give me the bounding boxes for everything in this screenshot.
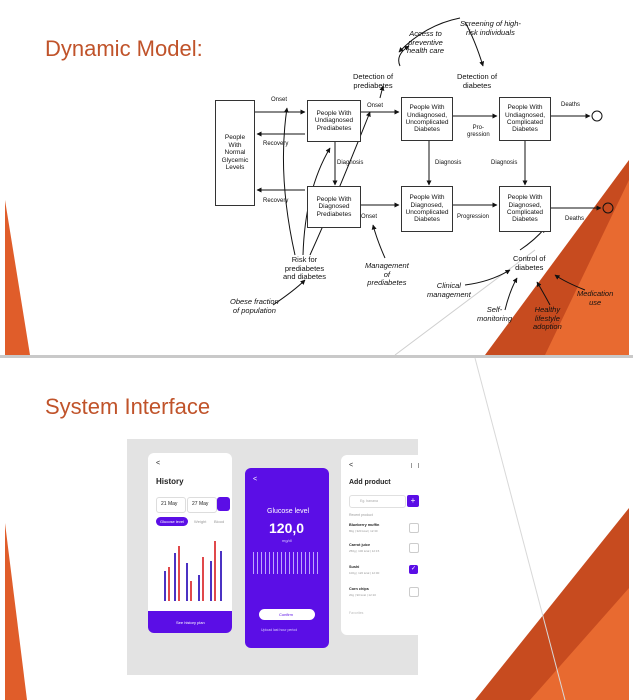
glucose-slider[interactable]: [253, 552, 321, 574]
chart-bar: [220, 551, 222, 601]
history-plan-button[interactable]: See history plan: [148, 611, 232, 633]
upload-link[interactable]: Upload last hour period: [261, 628, 298, 632]
product-meta: 80g | 320 kcal | 12:30: [349, 529, 378, 533]
slide-divider: [0, 355, 633, 358]
product-checkbox-checked[interactable]: ✓: [409, 565, 418, 574]
glucose-screen: < Glucose level 120,0 mg/dl Confirm Uplo…: [245, 468, 329, 648]
slide-title: System Interface: [45, 394, 211, 419]
chart-bar: [198, 575, 200, 601]
glucose-unit: mg/dl: [282, 538, 292, 543]
label-recovery-1: Recovery: [263, 141, 289, 147]
add-button[interactable]: +: [407, 495, 419, 507]
product-checkbox[interactable]: [409, 523, 419, 533]
product-name: Corn chips: [349, 587, 369, 591]
label-healthy-lifestyle: Healthy lifestyle adoption: [533, 305, 562, 332]
chart-bar: [186, 563, 188, 601]
tab-glucose[interactable]: Glucose level: [156, 517, 188, 526]
calendar-icon[interactable]: [217, 497, 230, 511]
product-name: Sushi: [349, 565, 360, 569]
label-clinical: Clinical management: [427, 281, 471, 299]
label-onset-1: Onset: [271, 97, 288, 103]
chart-bar: [210, 561, 212, 601]
history-plan-button-label: See history plan: [176, 620, 205, 625]
slide-accent-shape: [5, 160, 629, 355]
label-progression-2: Progression: [457, 214, 490, 220]
back-icon[interactable]: <: [156, 460, 161, 467]
product-name: Blueberry muffin: [349, 523, 380, 527]
tab-blood[interactable]: Blood: [214, 519, 225, 524]
barcode-icon[interactable]: [411, 463, 419, 468]
label-screening: Screening of high- risk individuals: [460, 19, 521, 37]
box-undiagnosed-complicated: People With Undiagnosed, Complicated Dia…: [499, 97, 551, 141]
add-product-screen: < Add product Eg. banana + Recent produc…: [341, 455, 425, 635]
add-product-title: Add product: [349, 479, 391, 486]
label-obese-fraction: Obese fraction of population: [230, 297, 279, 315]
label-diagnosis-1: Diagnosis: [337, 160, 364, 166]
product-checkbox[interactable]: [409, 587, 419, 597]
chart-bar: [202, 557, 204, 601]
glucose-label: Glucose level: [267, 508, 310, 515]
history-screen: < History 21 May 27 May Glucose level We…: [148, 453, 232, 633]
chart-bar: [190, 581, 192, 601]
label-onset-3: Onset: [361, 214, 378, 220]
back-icon[interactable]: <: [349, 462, 354, 469]
chart-bar: [164, 571, 166, 601]
box-diagnosed-prediabetes: People With Diagnosed Prediabetes: [307, 186, 361, 228]
dynamic-model-diagram: [255, 17, 614, 311]
label-diagnosis-2: Diagnosis: [435, 160, 462, 166]
label-recovery-2: Recovery: [263, 198, 289, 204]
box-diagnosed-complicated: People With Diagnosed, Complicated Diabe…: [499, 186, 551, 232]
slide-system-interface: System Interface < History 21 May 27 May…: [5, 358, 629, 700]
product-checkbox[interactable]: [409, 543, 419, 553]
box-undiagnosed-prediabetes: People With Undiagnosed Prediabetes: [307, 100, 361, 142]
confirm-button[interactable]: Confirm: [259, 609, 315, 620]
box-undiagnosed-uncomplicated: People With Undiagnosed, Uncomplicated D…: [401, 97, 453, 141]
product-search-input[interactable]: Eg. banana: [349, 495, 406, 508]
label-progression-1: Pro- gression: [467, 125, 490, 138]
favorites-label: Favorites: [349, 611, 364, 615]
box-normal-glycemic: People With Normal Glycemic Levels: [215, 100, 255, 206]
recent-section-label: Recent product: [349, 513, 373, 517]
chart-bar: [168, 567, 170, 601]
label-detection-prediabetes: Detection of prediabetes: [353, 72, 394, 90]
label-risk: Risk for prediabetes and diabetes: [283, 255, 326, 282]
product-meta: 20g | 90 kcal | 12:10: [349, 593, 376, 597]
label-medication: Medication use: [577, 289, 614, 307]
label-diagnosis-3: Diagnosis: [491, 160, 518, 166]
back-icon[interactable]: <: [253, 476, 258, 483]
tab-weight[interactable]: Weight: [194, 519, 207, 524]
date-from-label: 21 May: [161, 501, 178, 507]
product-meta: 100g | 120 kcal | 12:00: [349, 571, 380, 575]
confirm-button-label: Confirm: [279, 612, 294, 617]
label-access: Access to preventive health care: [407, 29, 445, 56]
tab-glucose-label: Glucose level: [160, 519, 185, 524]
label-detection-diabetes: Detection of diabetes: [457, 72, 498, 90]
date-to-label: 27 May: [192, 501, 209, 507]
label-management: Management of prediabetes: [365, 261, 409, 288]
box-diagnosed-uncomplicated: People With Diagnosed, Uncomplicated Dia…: [401, 186, 453, 232]
slide-title: Dynamic Model:: [45, 36, 203, 61]
search-placeholder: Eg. banana: [360, 499, 378, 503]
chart-bar: [214, 541, 216, 601]
chart-bar: [174, 553, 176, 601]
label-self-monitoring: Self- monitoring: [477, 305, 513, 323]
product-meta: 250g | 100 kcal | 12:15: [349, 549, 380, 553]
product-name: Carrot juice: [349, 543, 371, 547]
date-to[interactable]: 27 May: [187, 497, 217, 513]
date-from[interactable]: 21 May: [156, 497, 186, 513]
history-chart: [160, 537, 226, 601]
chart-bar: [178, 546, 180, 601]
label-onset-2: Onset: [367, 103, 384, 109]
glucose-value: 120,0: [269, 520, 305, 536]
label-control: Control of diabetes: [513, 254, 546, 272]
slide-accent-shape: [5, 358, 629, 700]
history-title: History: [156, 477, 184, 486]
label-deaths-2: Deaths: [565, 216, 585, 222]
slide-dynamic-model: Dynamic Model:: [5, 0, 629, 355]
label-deaths-1: Deaths: [561, 102, 581, 108]
